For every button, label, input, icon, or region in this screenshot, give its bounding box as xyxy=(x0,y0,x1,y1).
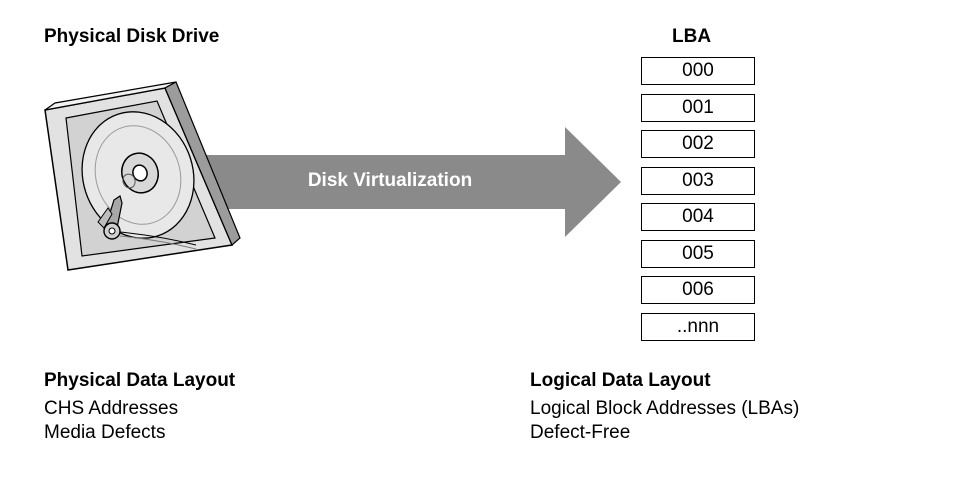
virtualization-arrow xyxy=(198,127,621,237)
lba-title: LBA xyxy=(672,26,712,47)
physical-data-layout-heading: Physical Data Layout xyxy=(44,370,236,391)
lba-cell: 003 xyxy=(641,167,755,195)
lba-cell: 006 xyxy=(641,276,755,304)
defect-free-text: Defect-Free xyxy=(530,422,631,443)
lba-cell: ..nnn xyxy=(641,313,755,341)
disk-drive-icon xyxy=(44,81,241,271)
lba-cell: 000 xyxy=(641,57,755,85)
lba-cell: 004 xyxy=(641,203,755,231)
media-defects-text: Media Defects xyxy=(44,422,166,443)
physical-data-layout-block: Physical Data Layout CHS Addresses Media… xyxy=(44,369,235,445)
lba-cell: 002 xyxy=(641,130,755,158)
lba-cell: 001 xyxy=(641,94,755,122)
physical-disk-drive-title: Physical Disk Drive xyxy=(44,26,220,47)
logical-data-layout-block: Logical Data Layout Logical Block Addres… xyxy=(530,369,799,445)
chs-addresses-text: CHS Addresses xyxy=(44,398,179,419)
lba-addresses-text: Logical Block Addresses (LBAs) xyxy=(530,398,800,419)
logical-data-layout-heading: Logical Data Layout xyxy=(530,370,711,391)
lba-cell: 005 xyxy=(641,240,755,268)
disk-virtualization-label: Disk Virtualization xyxy=(307,170,473,191)
